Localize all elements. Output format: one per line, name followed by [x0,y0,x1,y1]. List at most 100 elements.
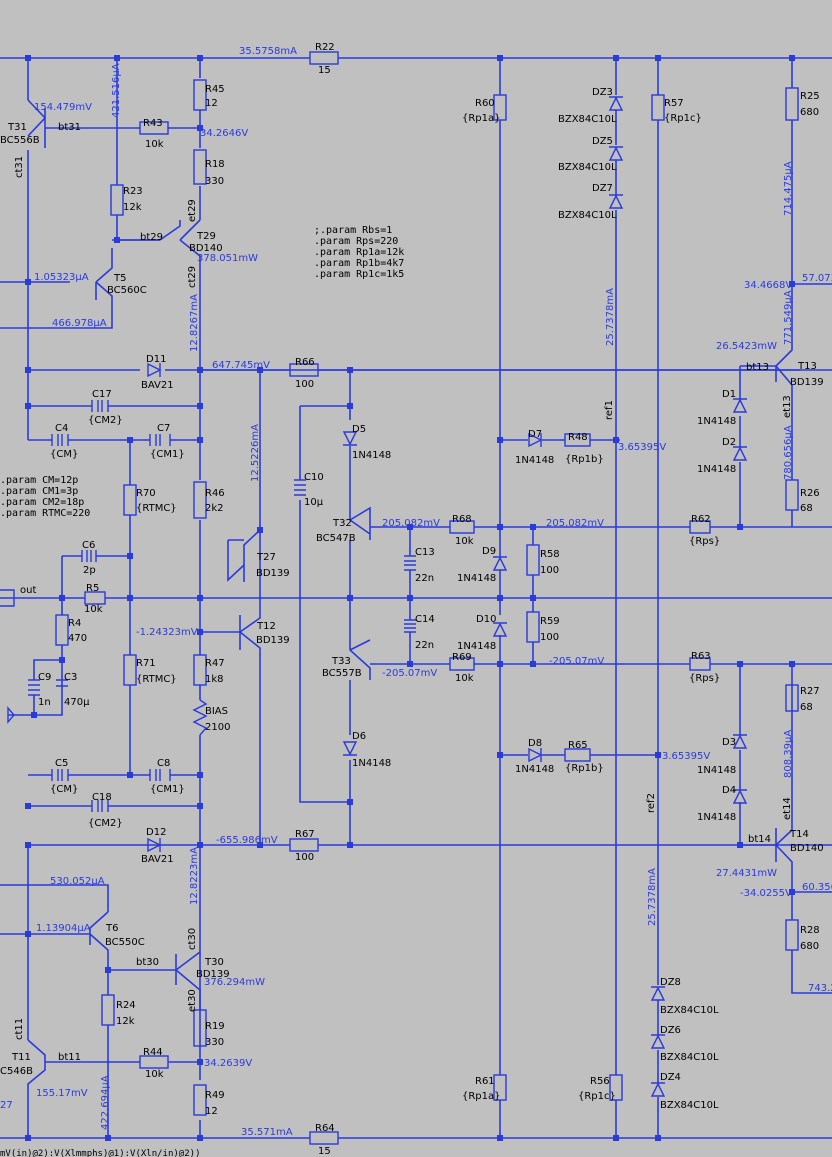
meas-v-205a: 205.082mV [382,518,440,529]
d9-value: 1N4148 [457,573,496,584]
net-et14: et14 [782,797,793,820]
meas-p-27443: 27.4431mW [716,868,777,879]
net-bt31: bt31 [58,122,81,133]
t5-value: BC560C [107,285,147,296]
meas-i-113: 1.13904µA [36,923,91,934]
r62-value: {Rps} [689,536,720,547]
r18-name: R18 [205,159,225,170]
t5-name: T5 [113,273,126,284]
d1-name: D1 [722,389,736,400]
footer-expression: mV(in)@2):V(Xlmmphs)@1):V(Xln/in)@2)) [0,1149,200,1157]
net-ref1: ref1 [604,400,615,420]
d3-value: 1N4148 [697,765,736,776]
wires [0,58,832,1138]
meas-v-neg205b: -205.07mV [549,656,604,667]
meas-v-3653b: 3.65395V [662,751,710,762]
d10-name: D10 [476,614,496,625]
c4-name: C4 [55,423,68,434]
c5-value: {CM} [50,784,78,795]
r4-value: 470 [68,633,87,644]
r66-value: 100 [295,379,314,390]
net-out: out [20,585,36,596]
r46-value: 2k2 [205,503,224,514]
net-et30: et30 [187,989,198,1012]
r25-value: 680 [800,107,819,118]
d8-value: 1N4148 [515,764,554,775]
directive-cm2: .param CM2=18p [0,497,84,508]
net-labels: bt31 ct31 bt29 et29 ct29 bt13 et13 ref1 … [14,122,793,1063]
dz4-value: BZX84C10L [660,1100,719,1111]
d5-value: 1N4148 [352,450,391,461]
r56-name: R56 [590,1076,610,1087]
r27-value: 68 [800,702,813,713]
r64-name: R64 [315,1123,335,1134]
t12-value: BD139 [256,635,290,646]
net-et13: et13 [782,395,793,418]
t29-name: T29 [196,231,216,242]
meas-v-205b: 205.082mV [546,518,604,529]
bias-name: BIAS [205,706,228,717]
net-ct29: ct29 [187,266,198,288]
meas-v-647: 647.745mV [212,360,270,371]
out-port[interactable] [0,589,15,607]
d8-name: D8 [528,738,542,749]
directive-rp1a: .param Rp1a=12k [314,247,404,258]
t11-value: C546B [0,1066,33,1077]
r44-value: 10k [145,1069,164,1080]
dz8-name: DZ8 [660,977,681,988]
d10-value: 1N4148 [457,641,496,652]
c8-value: {CM1} [150,784,185,795]
meas-i-530: 530.052µA [50,876,105,887]
r56-value: {Rp1c} [578,1091,616,1102]
meas-i-714: 714.475µA [783,161,794,216]
r69-value: 10k [455,673,474,684]
r19-name: R19 [205,1021,225,1032]
t33-name: T33 [331,656,351,667]
r26-value: 68 [800,503,813,514]
directive-rps: .param Rps=220 [314,236,398,247]
meas-v-neg205a: -205.07mV [382,668,437,679]
r70-value: {RTMC} [136,503,177,514]
r67-name: R67 [295,829,315,840]
c6-name: C6 [82,540,95,551]
t30-name: T30 [204,957,224,968]
r65-name: R65 [568,740,588,751]
meas-i-125226: 12.5226mA [250,424,261,482]
t32-name: T32 [332,518,352,529]
meas-i-r22: 35.5758mA [239,46,297,57]
net-bt11: bt11 [58,1052,81,1063]
c10-value: 10µ [304,497,324,508]
dz6-value: BZX84C10L [660,1052,719,1063]
t6-value: BC550C [105,937,145,948]
r71-name: R71 [136,658,156,669]
net-bt30: bt30 [136,957,159,968]
net-ct30: ct30 [187,928,198,950]
c6-value: 2p [83,565,96,576]
c4-value: {CM} [50,449,78,460]
r61-name: R61 [475,1076,495,1087]
r58-name: R58 [540,549,560,560]
r22-name: R22 [315,42,335,53]
d3-name: D3 [722,737,736,748]
meas-i-257378b: 25.7378mA [647,868,658,926]
r48-name: R48 [568,432,588,443]
c7-value: {CM1} [150,449,185,460]
dz4-name: DZ4 [660,1072,681,1083]
t12-name: T12 [256,621,276,632]
r25-name: R25 [800,91,820,102]
ground-symbol [7,706,15,724]
dz5-value: BZX84C10L [558,162,617,173]
t11-name: T11 [11,1052,31,1063]
d2-value: 1N4148 [697,464,736,475]
c9-value: 1n [38,697,51,708]
r44-name: R44 [143,1047,163,1058]
r24-name: R24 [116,1000,136,1011]
meas-i-12826: 12.8267mA [189,294,200,352]
meas-i-771: 771.549µA [783,290,794,345]
r23-name: R23 [123,186,143,197]
meas-i-466: 466.978µA [52,318,107,329]
r60-value: {Rp1a} [462,113,501,124]
r5-name: R5 [86,583,99,594]
r63-name: R63 [691,651,711,662]
